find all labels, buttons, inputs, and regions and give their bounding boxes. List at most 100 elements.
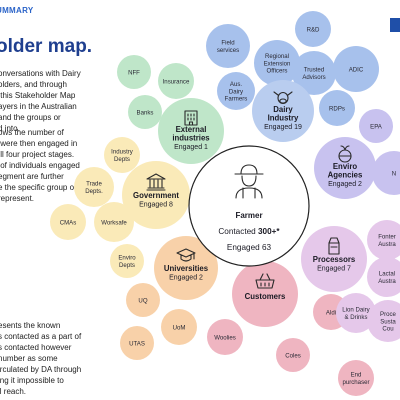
shopping-basket-icon xyxy=(255,273,275,289)
stakeholder-label: Woolies xyxy=(214,334,236,341)
stakeholder-label: Proce xyxy=(380,311,397,318)
stakeholder-label: Aldi xyxy=(326,309,336,316)
stakeholder-circle xyxy=(120,326,154,360)
stakeholder-circle xyxy=(295,11,331,47)
stakeholder-label: Fonter xyxy=(378,234,396,241)
stakeholder-circle xyxy=(206,24,250,68)
stakeholder-label: Depts. xyxy=(85,188,103,195)
stakeholder-circle xyxy=(104,137,140,173)
stakeholder-circle xyxy=(110,244,144,278)
stakeholder-bubble: Banks xyxy=(128,95,162,129)
stakeholder-circle xyxy=(217,72,255,110)
group-bubble-customers: Customers xyxy=(232,261,298,327)
group-engaged-count: Engaged 1 xyxy=(174,144,208,151)
stakeholder-label: Farmers xyxy=(225,96,248,103)
stakeholder-label: Austra xyxy=(378,241,396,248)
page-title: older map. xyxy=(0,36,93,57)
stakeholder-bubble: RDPs xyxy=(319,90,355,126)
stakeholder-label: Cou xyxy=(382,326,393,333)
stakeholder-bubble: R&D xyxy=(295,11,331,47)
stakeholder-label: Worksafe xyxy=(101,219,127,226)
stakeholder-label: NFF xyxy=(128,69,140,76)
stakeholder-label: Trade xyxy=(86,181,102,188)
stakeholder-label: Depts xyxy=(114,156,130,163)
group-circle xyxy=(232,261,298,327)
group-engaged-count: Engaged 19 xyxy=(264,124,302,131)
stakeholder-label: Field xyxy=(221,40,234,47)
stakeholder-label: R&D xyxy=(307,26,320,33)
stakeholder-bubble: Insurance xyxy=(158,63,194,99)
stakeholder-label: End xyxy=(351,372,362,379)
brand-logo xyxy=(390,18,400,32)
milk-carton-icon xyxy=(328,237,340,255)
footnote-paragraph: esents the known s contacted as a part o… xyxy=(0,321,82,396)
group-title: Customers xyxy=(245,292,286,301)
group-engaged-count: Engaged 2 xyxy=(328,181,362,188)
stakeholder-bubble: UQ xyxy=(126,283,160,317)
stakeholder-bubble: EPA xyxy=(359,109,393,143)
stakeholder-label: UoM xyxy=(173,324,186,331)
stakeholder-label: services xyxy=(217,47,239,54)
group-title: Industry xyxy=(268,114,299,123)
stakeholder-label: Lion Dairy xyxy=(342,307,370,314)
stakeholder-label: Extension xyxy=(264,60,291,67)
stakeholder-circle xyxy=(161,309,197,345)
stakeholder-label: Susta xyxy=(380,318,396,325)
stakeholder-label: Regional xyxy=(265,53,289,60)
globe-plant-icon xyxy=(338,145,352,163)
stakeholder-circle xyxy=(117,55,151,89)
stakeholder-label: Trusted xyxy=(304,67,324,74)
stakeholder-label: Austra xyxy=(378,278,396,285)
stakeholder-bubble: UTAS xyxy=(120,326,154,360)
stakeholder-label: Lactal xyxy=(379,271,395,278)
dairy-cow-icon xyxy=(273,91,293,105)
stakeholder-circle xyxy=(333,46,379,92)
stakeholder-circle xyxy=(94,202,134,242)
stakeholder-label: CMAs xyxy=(60,219,77,226)
group-title: Agencies xyxy=(328,171,363,180)
stakeholder-label: UQ xyxy=(138,297,147,304)
stakeholder-circle xyxy=(207,319,243,355)
stakeholder-circle xyxy=(367,257,400,297)
stakeholder-circle xyxy=(128,95,162,129)
group-title: Government xyxy=(133,191,179,200)
graduation-cap-icon xyxy=(176,248,196,262)
group-circle xyxy=(158,98,224,164)
stakeholder-bubble: CMAs xyxy=(50,204,86,240)
farmer-circle xyxy=(188,145,310,267)
stakeholder-circle xyxy=(158,63,194,99)
stakeholder-bubble: Lion Dairy& Drinks xyxy=(336,293,376,333)
group-title: Processors xyxy=(313,255,356,264)
group-title: External xyxy=(176,125,207,134)
building-icon xyxy=(184,110,198,126)
stakeholder-bubble: UoM xyxy=(161,309,197,345)
stakeholder-label: UTAS xyxy=(129,340,145,347)
stakeholder-label: Coles xyxy=(285,352,301,359)
group-title: industries xyxy=(172,134,210,143)
stakeholder-bubble: NFF xyxy=(117,55,151,89)
group-circle xyxy=(154,236,218,300)
stakeholder-label: purchaser xyxy=(342,379,369,386)
group-circle xyxy=(314,137,376,199)
stakeholder-circle xyxy=(338,360,374,396)
farmer-icon xyxy=(234,164,264,199)
stakeholder-circle xyxy=(359,109,393,143)
stakeholder-bubble: N xyxy=(372,151,400,195)
stakeholder-label: N xyxy=(392,170,396,177)
stakeholder-circle xyxy=(367,300,400,342)
stakeholder-circle xyxy=(74,167,114,207)
stakeholder-label: Depts xyxy=(119,262,135,269)
stakeholder-label: EPA xyxy=(370,123,383,130)
